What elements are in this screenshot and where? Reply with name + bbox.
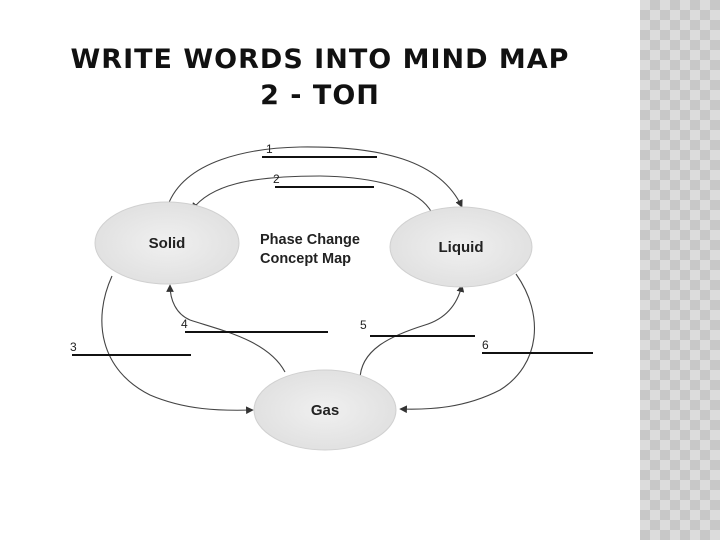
- node-solid-shape: [94, 201, 240, 285]
- phase-change-concept-map: 1 2 3 4 5 6 Solid Liquid Gas Phase Chang…: [70, 142, 593, 451]
- blank-number-1: 1: [266, 142, 273, 156]
- decorative-side-panel: [640, 0, 720, 540]
- title-line-2: 2 - ТОП: [260, 80, 380, 111]
- node-gas-shape: [253, 369, 397, 451]
- node-liquid-shape: [389, 206, 533, 288]
- arrow-solid-to-liquid-outer: [167, 146, 463, 208]
- node-solid-label: Solid: [149, 235, 186, 252]
- blank-number-3: 3: [70, 340, 77, 354]
- blank-number-4: 4: [181, 317, 188, 331]
- arrow-liquid-to-gas-right: [399, 273, 535, 414]
- title-line-1: WRITE WORDS INTO MIND MAP: [70, 44, 570, 75]
- arrow-gas-to-solid-inner: [166, 284, 286, 373]
- blank-number-2: 2: [273, 172, 280, 186]
- node-gas-label: Gas: [311, 402, 339, 419]
- arrow-gas-to-liquid-inner: [359, 284, 465, 381]
- node-gas: Gas: [253, 369, 397, 451]
- arrow-solid-to-gas-left: [101, 275, 254, 415]
- slide-title: WRITE WORDS INTO MIND MAP 2 - ТОП: [0, 42, 640, 114]
- node-solid: Solid: [94, 201, 240, 285]
- arrow-liquid-to-solid-inner: [191, 175, 433, 214]
- node-liquid: Liquid: [389, 206, 533, 288]
- center-label-line-2: Concept Map: [260, 251, 351, 267]
- center-label-line-1: Phase Change: [260, 232, 360, 248]
- blank-number-6: 6: [482, 338, 489, 352]
- blank-number-5: 5: [360, 318, 367, 332]
- node-liquid-label: Liquid: [439, 239, 484, 256]
